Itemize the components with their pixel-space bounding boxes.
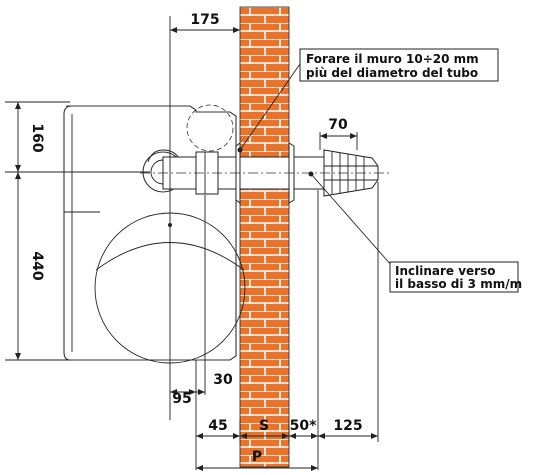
dimension-lines	[15, 27, 378, 471]
dim-50: 50*	[290, 418, 317, 434]
dim-95: 95	[172, 391, 191, 407]
slope-note-line1: Inclinare verso	[395, 264, 496, 278]
dim-s: S	[259, 418, 269, 434]
boiler-body	[63, 104, 246, 364]
dim-30: 30	[213, 372, 233, 388]
dim-175: 175	[190, 12, 219, 28]
brick-wall	[239, 6, 290, 468]
dim-160: 160	[29, 123, 45, 152]
dim-45: 45	[208, 418, 227, 434]
drill-note-line2: più del diametro del tubo	[306, 66, 478, 80]
dim-440: 440	[29, 251, 45, 280]
dim-p: P	[252, 449, 262, 465]
slope-note-line2: il basso di 3 mm/m	[395, 277, 522, 291]
dim-125: 125	[333, 418, 362, 434]
flue-assembly	[140, 142, 390, 204]
dim-70: 70	[328, 117, 348, 133]
extension-lines	[5, 16, 379, 470]
slope-note-box	[389, 261, 519, 293]
drill-note-line1: Forare il muro 10÷20 mm	[306, 52, 479, 66]
alt-flue-position	[186, 104, 234, 152]
leaders	[237, 63, 393, 267]
drill-note-box	[299, 48, 499, 82]
